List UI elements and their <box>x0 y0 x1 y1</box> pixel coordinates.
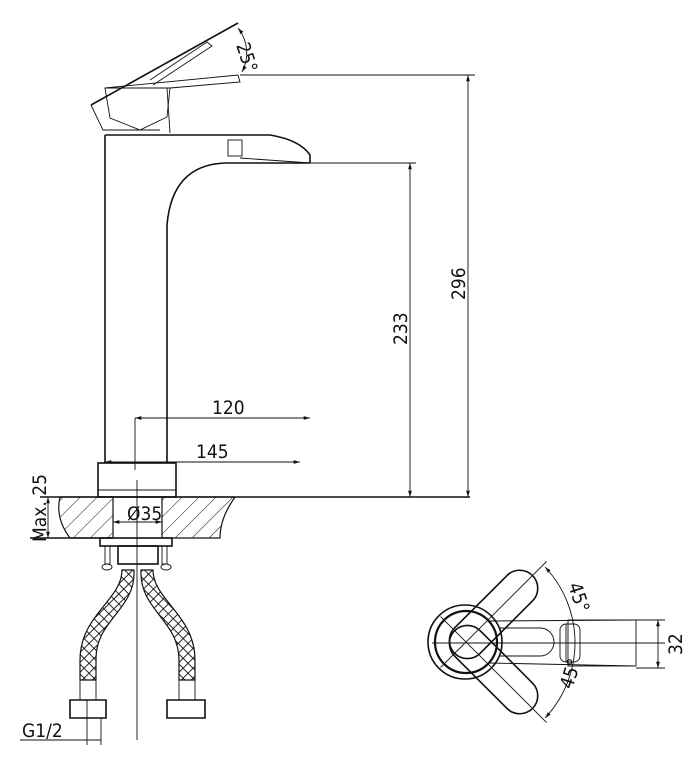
top-swing-upper-label: 45° <box>563 580 593 616</box>
connection-thread-label: G1/2 <box>22 720 63 742</box>
top-swing-lower-label: 45° <box>556 656 586 692</box>
total-height-label: 296 <box>448 267 470 300</box>
countertop-section <box>30 496 470 539</box>
handle-angle-label: 25° <box>231 40 261 76</box>
dimension-lines <box>20 27 475 741</box>
flexible-hoses <box>69 569 206 745</box>
spout-reach-outer-label: 145 <box>196 441 229 463</box>
faucet-body <box>97 134 311 498</box>
spout-height-label: 233 <box>390 312 412 345</box>
spout-width-label: 32 <box>665 633 687 655</box>
spout-reach-inner-label: 120 <box>212 397 245 419</box>
handle-lever <box>90 22 241 134</box>
shank-diameter-label: Ø35 <box>127 503 162 525</box>
counter-thickness-label: Max. 25 <box>29 474 51 542</box>
top-view <box>427 561 665 723</box>
